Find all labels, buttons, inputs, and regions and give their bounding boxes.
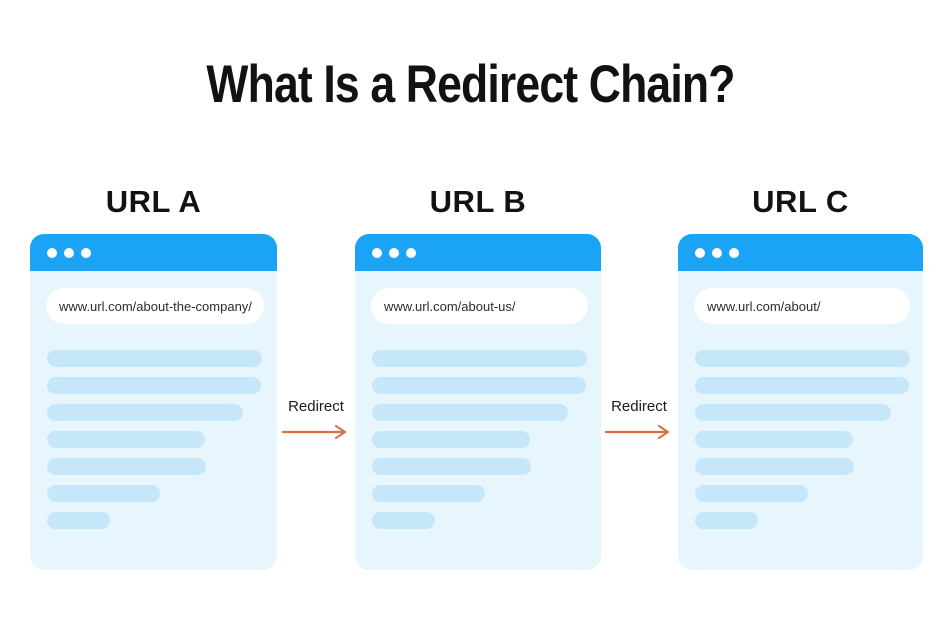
content-line-placeholder [372,485,485,502]
content-line-placeholder [372,512,435,529]
content-line-placeholder [47,350,262,367]
content-line-placeholder [47,485,160,502]
url-b-group: URL B www.url.com/about-us/ [355,184,601,570]
content-line-placeholder [695,512,758,529]
browser-window-b: www.url.com/about-us/ [355,234,601,570]
content-line-placeholder [372,404,568,421]
window-dot-icon [47,247,57,258]
content-line-placeholder [47,512,110,529]
content-line-placeholder [372,431,530,448]
window-dot-icon [389,247,399,258]
url-c-group: URL C www.url.com/about/ [678,184,923,570]
right-arrow-icon [281,424,347,440]
address-bar-url: www.url.com/about-us/ [384,298,516,314]
content-line-placeholder [47,431,205,448]
content-line-placeholder [47,404,243,421]
content-line-placeholder [372,377,586,394]
content-line-placeholder [695,458,854,475]
window-dot-icon [372,247,382,258]
address-bar-url: www.url.com/about-the-company/ [59,298,252,314]
page-title: What Is a Redirect Chain? [206,55,735,114]
browser-window-c: www.url.com/about/ [678,234,923,570]
redirect-label: Redirect [288,398,344,415]
url-a-label: URL A [105,184,202,219]
page-content-placeholder [30,324,277,529]
page-content-placeholder [355,324,601,529]
url-b-label: URL B [429,184,527,219]
browser-header [30,234,277,271]
page-content-placeholder [678,324,923,529]
window-dot-icon [712,247,722,258]
browser-header [355,234,601,271]
window-dot-icon [406,247,416,258]
window-dot-icon [64,247,74,258]
address-bar: www.url.com/about/ [694,288,910,324]
content-line-placeholder [372,350,587,367]
window-dot-icon [81,247,91,258]
window-dot-icon [729,247,739,258]
content-line-placeholder [47,377,261,394]
address-bar-url: www.url.com/about/ [707,298,821,314]
content-line-placeholder [695,404,891,421]
address-bar: www.url.com/about-the-company/ [46,288,264,324]
content-line-placeholder [695,431,853,448]
right-arrow-icon [604,424,670,440]
redirect-connector-1: Redirect [277,398,355,440]
window-dot-icon [695,247,705,258]
content-line-placeholder [372,458,531,475]
url-c-label: URL C [752,184,849,219]
url-a-group: URL A www.url.com/about-the-company/ [30,184,277,570]
content-line-placeholder [695,485,808,502]
redirect-label: Redirect [611,398,667,415]
content-line-placeholder [695,377,909,394]
content-line-placeholder [695,350,910,367]
redirect-connector-2: Redirect [600,398,678,440]
browser-header [678,234,923,271]
content-line-placeholder [47,458,206,475]
address-bar: www.url.com/about-us/ [371,288,588,324]
browser-window-a: www.url.com/about-the-company/ [30,234,277,570]
